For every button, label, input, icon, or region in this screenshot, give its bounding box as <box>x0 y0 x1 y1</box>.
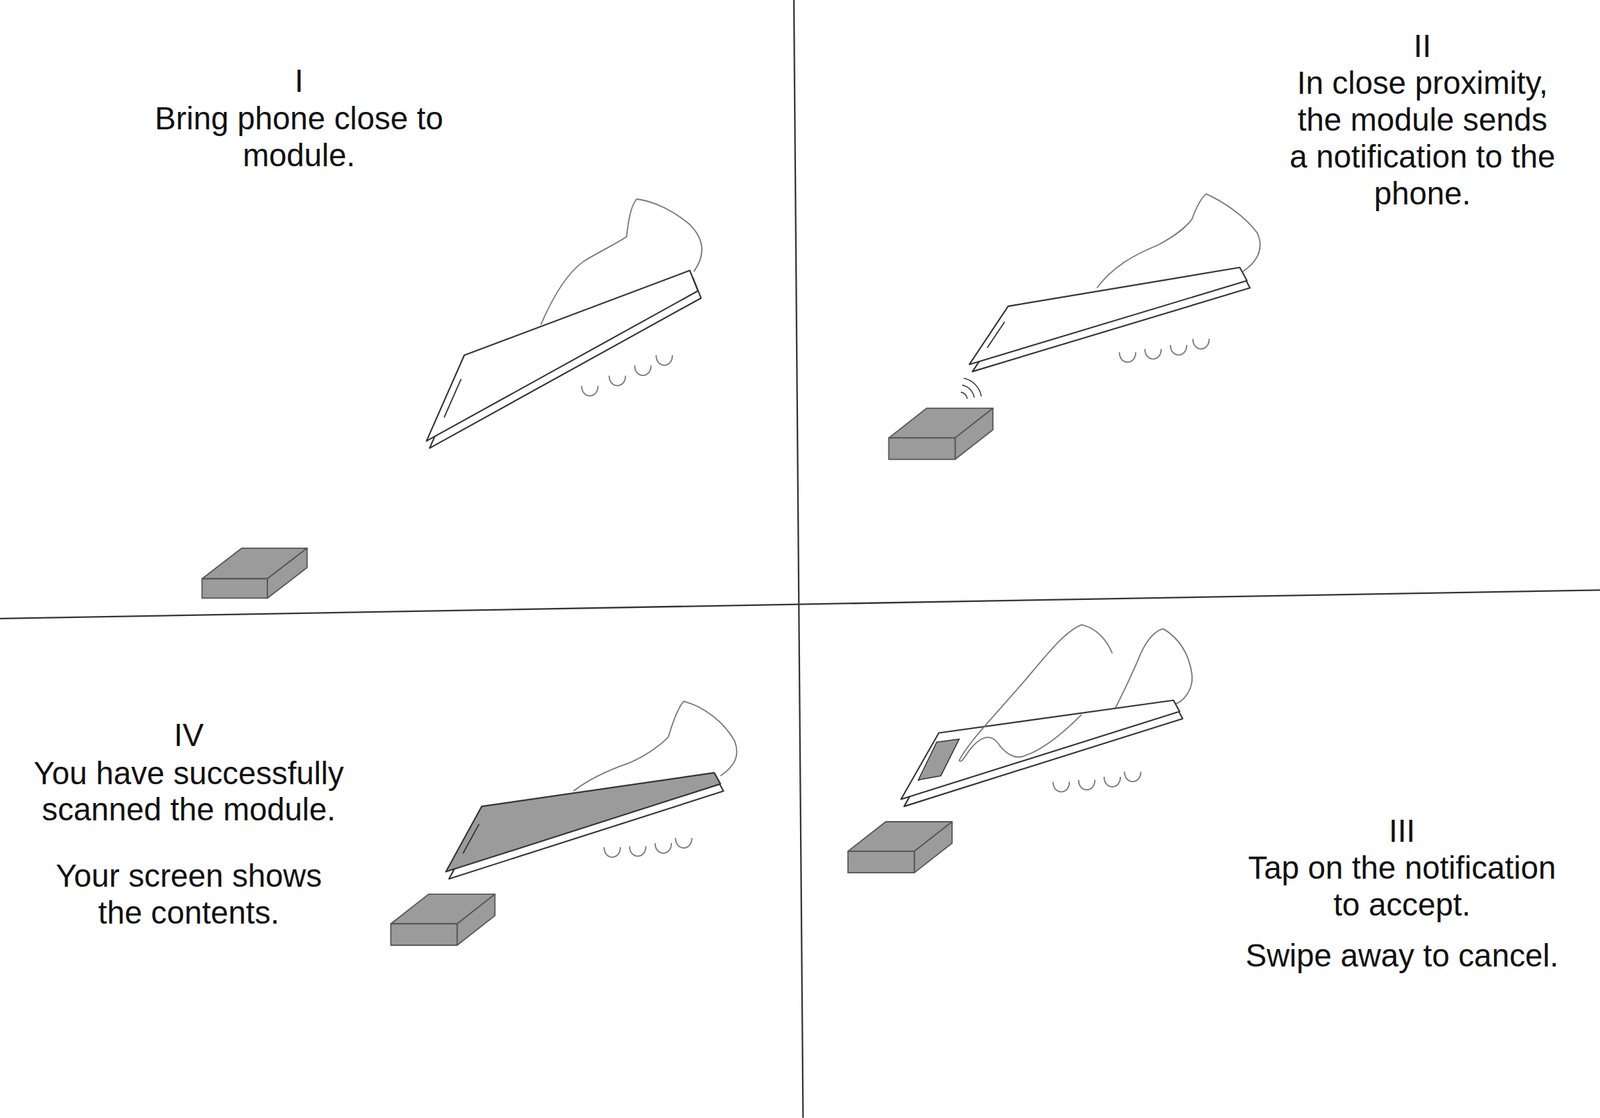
module-box <box>848 821 953 873</box>
module-box <box>888 408 993 459</box>
step-text: Your screen shows the contents. <box>39 858 338 932</box>
step-number: IV <box>24 717 354 755</box>
step-text: You have successfully scanned the module… <box>24 755 354 829</box>
phone <box>901 700 1183 807</box>
signal-waves <box>960 391 968 399</box>
step-number: III <box>1233 813 1571 851</box>
step-text: Swipe away to cancel. <box>1233 938 1571 975</box>
signal-waves <box>962 385 975 398</box>
module-box <box>390 893 495 945</box>
step-text: Bring phone close to module. <box>143 101 455 175</box>
signal-waves <box>963 377 981 396</box>
step-number: II <box>1286 28 1558 66</box>
step-number: I <box>146 62 453 100</box>
step-text: In close proximity, the module sends a n… <box>1286 64 1558 212</box>
step-text: Tap on the notification to accept. <box>1237 850 1566 924</box>
phone <box>446 772 724 879</box>
hand <box>959 624 1113 762</box>
module-box <box>202 548 308 599</box>
phone <box>969 267 1251 372</box>
divider-line <box>793 0 804 1118</box>
phone <box>426 270 702 449</box>
